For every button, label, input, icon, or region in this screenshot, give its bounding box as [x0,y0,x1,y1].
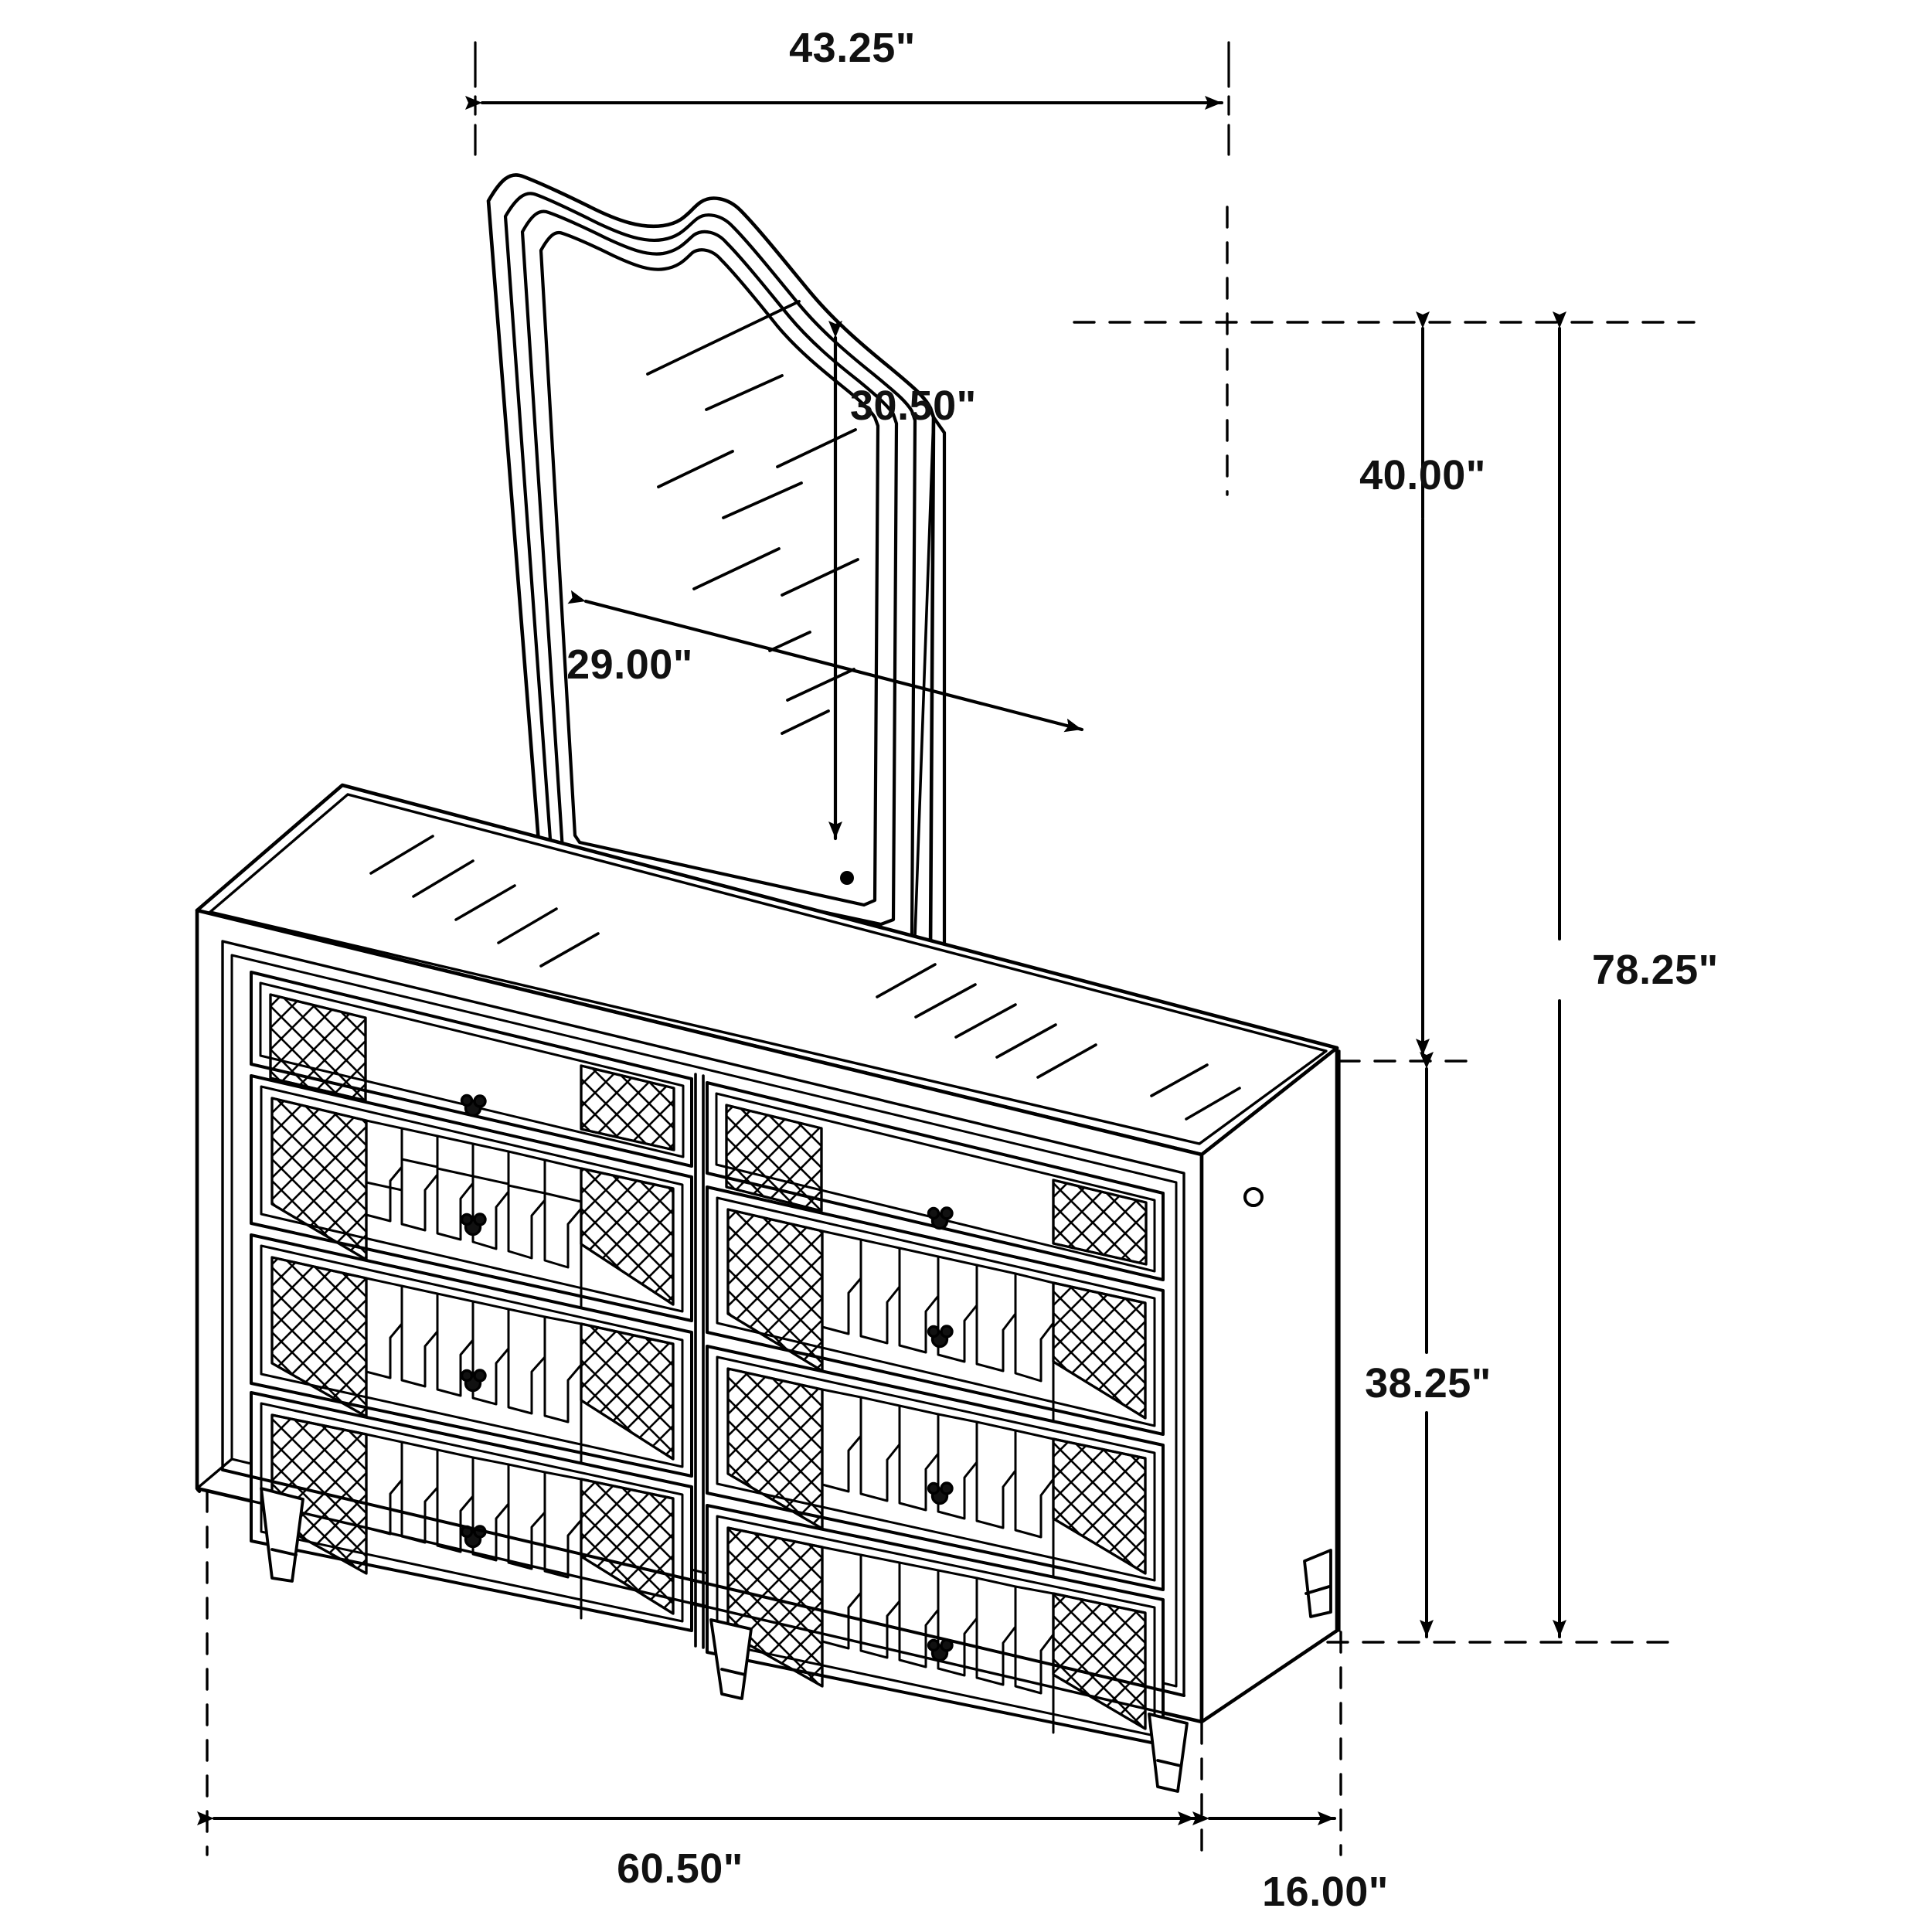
drawer-knob [927,1325,954,1349]
dimension-mirror-glass-width [567,590,1084,733]
label-mirror-offset: 40.00" [1359,452,1486,498]
label-mirror-width: 43.25" [789,25,916,71]
drawer-left-1 [250,971,693,1168]
dresser-assembly [195,783,1339,1793]
label-dresser-width: 60.50" [617,1845,743,1892]
label-overall-height: 78.25" [1592,947,1719,993]
drawer-knob [927,1481,954,1505]
drawer-knob [460,1094,487,1117]
center-motif [821,1230,1055,1383]
dresser-legs [260,1487,1332,1793]
side-panel-hole [1243,1187,1264,1207]
label-dresser-depth: 16.00" [1262,1869,1389,1915]
mirror-frame-outer [486,173,936,961]
drawer-right-1 [706,1081,1165,1281]
label-mirror-glass-height: 30.50" [850,383,977,429]
drawer-knob [927,1206,954,1230]
dimension-mirror-width [465,41,1230,156]
drawer-left-3 [250,1233,693,1478]
mirror-glass [539,230,880,907]
label-dresser-height: 38.25" [1365,1360,1492,1406]
mirror-assembly [486,173,1084,961]
label-mirror-glass-width: 29.00" [566,641,693,688]
drawer-knob [460,1369,487,1393]
dresser-side-face [1199,1046,1339,1724]
mirror-center-dot [840,871,854,885]
bottom-leaders [206,1490,1342,1856]
drawer-knob [460,1213,487,1236]
dresser-top-streaks [369,835,1241,1121]
drawer-right-2 [706,1185,1165,1436]
drawer-left-2 [250,1074,693,1322]
